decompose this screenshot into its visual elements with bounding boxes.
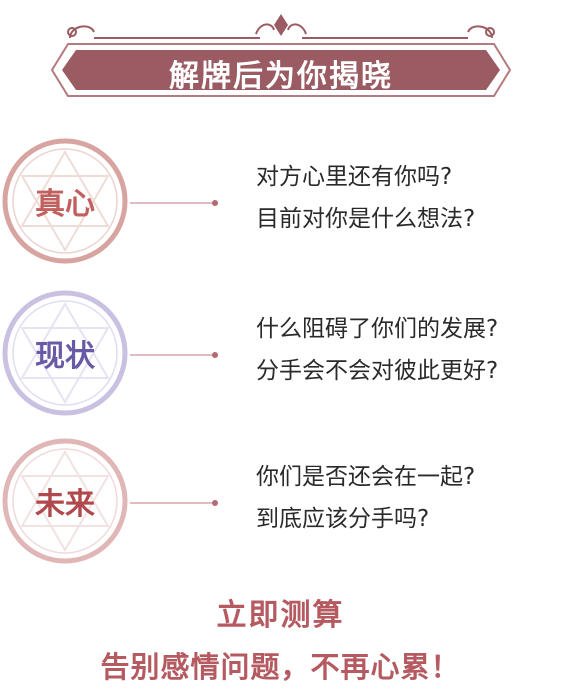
connector-line — [130, 500, 218, 506]
badge-label: 现状 — [35, 339, 95, 374]
connector-line — [130, 352, 218, 358]
badge-label: 未来 — [35, 487, 95, 522]
question-line: 目前对你是什么想法? — [256, 206, 476, 232]
banner-title: 解牌后为你揭晓 — [169, 59, 393, 94]
cta-measure-now[interactable]: 立即测算 — [216, 598, 345, 633]
banner-frame — [50, 14, 512, 97]
badge-xianzhuang: 现状 — [0, 288, 130, 418]
connector-line — [130, 200, 218, 206]
hexagram-ring-icon — [2, 438, 128, 564]
badge-zhenxin: 真心 — [0, 136, 130, 266]
hexagram-ring-icon — [2, 138, 128, 264]
reveal-row-weilai: 未来 你们是否还会在一起? 到底应该分手吗? — [0, 436, 561, 566]
badge-weilai: 未来 — [0, 436, 130, 566]
question-list: 什么阻碍了你们的发展? 分手会不会对彼此更好? — [256, 308, 498, 392]
question-line: 对方心里还有你吗? — [256, 164, 453, 190]
hexagram-ring-icon — [2, 290, 128, 416]
tagline: 告别感情问题，不再心累！ — [100, 650, 461, 684]
question-line: 到底应该分手吗? — [256, 506, 430, 532]
question-line: 什么阻碍了你们的发展? — [256, 316, 499, 342]
question-line: 分手会不会对彼此更好? — [256, 358, 499, 384]
reveal-row-zhenxin: 真心 对方心里还有你吗? 目前对你是什么想法? — [0, 136, 561, 266]
badge-label: 真心 — [35, 187, 95, 222]
question-list: 你们是否还会在一起? 到底应该分手吗? — [256, 456, 475, 540]
question-list: 对方心里还有你吗? 目前对你是什么想法? — [256, 156, 475, 240]
reveal-row-xianzhuang: 现状 什么阻碍了你们的发展? 分手会不会对彼此更好? — [0, 288, 561, 418]
header-banner: 解牌后为你揭晓 — [50, 12, 512, 104]
question-line: 你们是否还会在一起? — [256, 464, 476, 490]
